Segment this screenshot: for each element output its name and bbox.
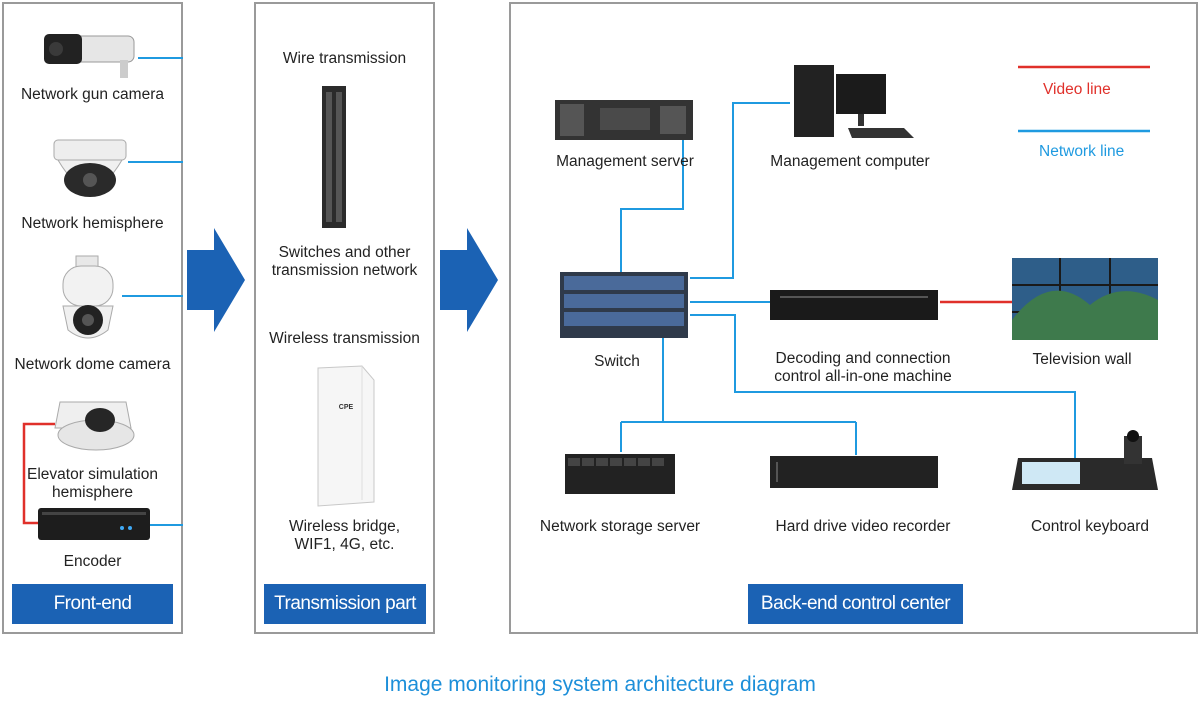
diagram-caption: Image monitoring system architecture dia… xyxy=(384,673,816,696)
dome-camera-label: Network dome camera xyxy=(14,356,171,373)
nvr-label: Hard drive video recorder xyxy=(775,518,951,535)
front-end-network-lines xyxy=(122,57,183,526)
decoder-label: Decoding and connection control all-in-o… xyxy=(774,350,952,385)
encoder-icon xyxy=(38,508,150,540)
hemisphere-camera-label: Network hemisphere xyxy=(21,215,164,232)
arrow-right-icon xyxy=(187,228,245,332)
encoder-label: Encoder xyxy=(63,553,122,570)
nvr-icon xyxy=(770,456,938,488)
wire-transmission-title: Wire transmission xyxy=(282,50,407,67)
management-computer-label: Management computer xyxy=(770,153,930,170)
back-end-title: Back-end control center xyxy=(748,584,963,624)
wireless-transmission-caption: Wireless bridge, WIF1, 4G, etc. xyxy=(288,518,401,553)
decoder-icon xyxy=(770,290,938,320)
storage-server-icon xyxy=(565,454,675,494)
gun-camera-label: Network gun camera xyxy=(20,86,164,103)
control-keyboard-icon xyxy=(1012,430,1158,490)
switch-stack-icon xyxy=(560,272,688,338)
wireless-bridge-icon xyxy=(317,365,375,507)
storage-server-label: Network storage server xyxy=(539,518,701,535)
transmission-title: Transmission part xyxy=(264,584,426,624)
rack-switch-icon xyxy=(322,86,346,228)
switch-label: Switch xyxy=(594,353,640,370)
front-end-title: Front-end xyxy=(12,584,173,624)
management-computer-icon xyxy=(794,65,914,138)
management-server-label: Management server xyxy=(556,153,694,170)
wire-transmission-caption: Switches and other transmission network xyxy=(271,244,418,279)
gun-camera-icon xyxy=(44,34,135,78)
back-end-network-lines xyxy=(620,102,1076,460)
tv-wall-icon xyxy=(1012,258,1158,340)
legend-network-label: Network line xyxy=(1039,143,1125,160)
elevator-camera-label: Elevator simulation hemisphere xyxy=(27,466,158,501)
legend-video-label: Video line xyxy=(1043,81,1111,98)
wireless-transmission-title: Wireless transmission xyxy=(269,330,420,347)
elevator-video-line xyxy=(22,422,55,525)
bridge-brand: CPE xyxy=(338,404,354,411)
dome-camera-icon xyxy=(62,255,114,339)
arrow-right-icon xyxy=(440,228,498,332)
tv-wall-label: Television wall xyxy=(1032,351,1132,368)
control-keyboard-label: Control keyboard xyxy=(1030,518,1150,535)
elevator-camera-icon xyxy=(54,401,135,451)
hemisphere-camera-icon xyxy=(53,139,127,197)
management-server-icon xyxy=(555,100,693,140)
